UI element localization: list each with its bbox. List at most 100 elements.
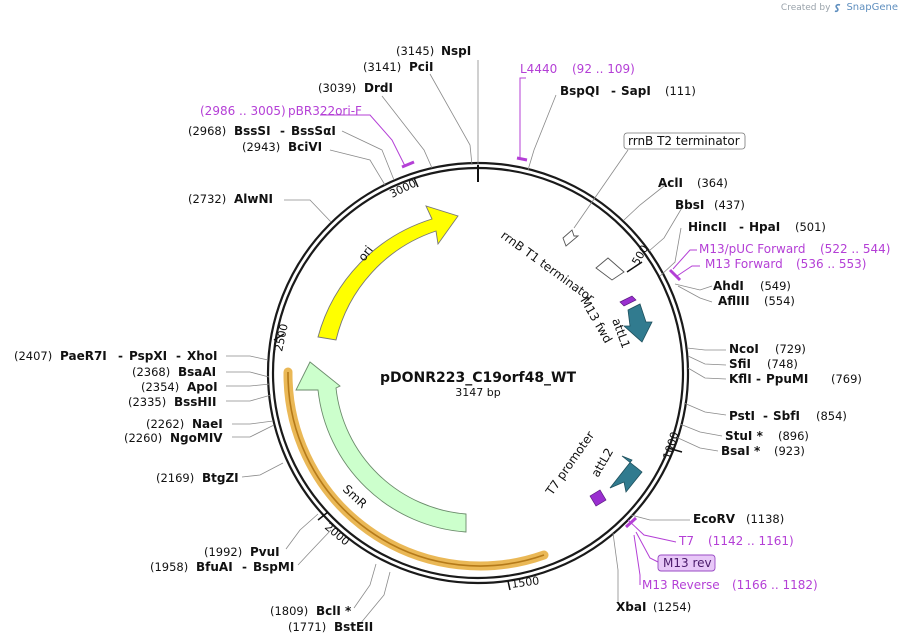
site-name-bsaai: BsaAI	[178, 365, 216, 379]
primer-name-m13rev: M13 rev	[663, 556, 712, 570]
plasmid-name: pDONR223_C19orf48_WT	[380, 370, 577, 386]
tick-label-500: 500	[629, 243, 651, 268]
feature-label-attl2: attL2	[588, 446, 616, 480]
primer-name-t7: T7	[678, 534, 694, 548]
scale-ticks	[273, 177, 683, 591]
primer-range-pbr322: (2986 .. 3005)	[200, 104, 286, 118]
site-name-bcli: BclI *	[316, 604, 352, 618]
left-site-labels: (3145) NspI (3141) PciI (3039) DrdI (298…	[14, 44, 471, 634]
site-name-afliii: AflIII	[718, 294, 750, 308]
site-sep-bfuai: -	[242, 560, 247, 574]
site-leader-lines	[226, 60, 727, 625]
site-pos-apoi: (2354)	[141, 380, 179, 394]
attl1-feature-arrow	[622, 303, 653, 343]
tick-label-1500: 1500	[511, 574, 541, 591]
site-name-alwni: AlwNI	[234, 192, 273, 206]
site-pos-ncoi: (729)	[775, 342, 806, 356]
site-name-bspqi: BspQI	[560, 84, 600, 98]
site-name-bbsi: BbsI	[675, 198, 704, 212]
site-name-ahdi: AhdI	[713, 279, 744, 293]
site-pos-bspqi: (111)	[665, 84, 696, 98]
site-pos-bsai: (923)	[774, 444, 805, 458]
primer-name-pbr322: pBR322ori-F	[288, 104, 362, 118]
site-pos-bsaai: (2368)	[132, 365, 170, 379]
m13-rev-label-box	[657, 554, 716, 572]
site-name-apoi: ApoI	[187, 380, 218, 394]
site-pos-ngomiv: (2260)	[124, 431, 162, 445]
site-alt2-paer7i: XhoI	[187, 349, 218, 363]
site-sep-hincii: -	[739, 220, 744, 234]
site-sep-bsssi: -	[280, 124, 285, 138]
site-alt-kfli: PpuMI	[766, 372, 808, 386]
rrnb-t2-leader	[573, 149, 629, 229]
site-name-drdi: DrdI	[364, 81, 393, 95]
site-name-bsai: BsaI *	[721, 444, 761, 458]
site-name-stui: StuI *	[725, 429, 764, 443]
tick-label-2500: 2500	[272, 323, 291, 353]
snapgene-logo-icon	[835, 3, 841, 12]
site-name-bsssi: BssSI	[234, 124, 271, 138]
site-sep-paer7i-b: -	[176, 349, 181, 363]
site-pos-bsssi: (2968)	[188, 124, 226, 138]
site-alt-bspqi: SapI	[621, 84, 651, 98]
t7-promoter-arrow	[589, 489, 607, 507]
site-name-bsteii: BstEII	[334, 620, 373, 634]
site-pos-ahdi: (549)	[760, 279, 791, 293]
primer-range-m13fwd: (536 .. 553)	[796, 257, 866, 271]
credit-brand: SnapGene	[846, 2, 898, 13]
site-pos-bcli: (1809)	[270, 604, 308, 618]
site-pos-naei: (2262)	[146, 417, 184, 431]
site-name-pvui: PvuI	[250, 545, 280, 559]
m13-fwd-primer-arrow	[619, 295, 637, 307]
site-pos-sfii: (748)	[767, 357, 798, 371]
site-sep-kfli: -	[756, 372, 761, 386]
site-name-bsshii: BssHII	[174, 395, 216, 409]
site-name-nspi: NspI	[441, 44, 471, 58]
smr-feature-arrow	[295, 361, 467, 533]
site-name-xbai: XbaI	[616, 600, 646, 614]
site-pos-pvui: (1992)	[204, 545, 242, 559]
credit-prefix: Created by	[780, 2, 831, 13]
site-pos-bbsi: (437)	[714, 198, 745, 212]
plasmid-length: 3147 bp	[455, 386, 500, 399]
site-name-ncoi: NcoI	[729, 342, 759, 356]
rrnb-t2-terminator-arrow	[562, 229, 580, 247]
site-name-ngomiv: NgoMIV	[170, 431, 223, 445]
site-pos-bsshii: (2335)	[128, 395, 166, 409]
site-pos-alwni: (2732)	[188, 192, 226, 206]
site-pos-pcii: (3141)	[363, 60, 401, 74]
rrnb-t2-label-box	[623, 132, 746, 150]
site-pos-paer7i: (2407)	[14, 349, 52, 363]
site-pos-drdi: (3039)	[318, 81, 356, 95]
site-name-psti: PstI	[729, 409, 755, 423]
ori-feature-arrow	[317, 205, 459, 341]
site-alt-hincii: HpaI	[749, 220, 780, 234]
primer-name-l4440: L4440	[520, 62, 557, 76]
site-pos-ecorv: (1138)	[746, 512, 784, 526]
site-pos-bcivi: (2943)	[242, 140, 280, 154]
site-pos-btgzi: (2169)	[156, 471, 194, 485]
site-pos-bfuai: (1958)	[150, 560, 188, 574]
primer-name-m13fwd: M13 Forward	[705, 257, 783, 271]
site-pos-psti: (854)	[816, 409, 847, 423]
primer-range-t7: (1142 .. 1161)	[708, 534, 794, 548]
site-alt-paer7i: PspXI	[129, 349, 167, 363]
site-name-sfii: SfiI	[729, 357, 751, 371]
attl2-feature-arrow	[609, 455, 643, 493]
site-pos-acli: (364)	[697, 176, 728, 190]
site-name-pcii: PciI	[409, 60, 434, 74]
primer-range-m13reverse: (1166 .. 1182)	[732, 578, 818, 592]
primer-name-m13puc: M13/pUC Forward	[699, 242, 806, 256]
site-pos-xbai: (1254)	[653, 600, 691, 614]
site-name-ecorv: EcoRV	[693, 512, 736, 526]
site-sep-paer7i-a: -	[118, 349, 123, 363]
site-pos-kfli: (769)	[831, 372, 862, 386]
snapgene-credit: Created by SnapGene	[781, 2, 898, 13]
site-alt-psti: SbfI	[773, 409, 800, 423]
site-sep-bspqi: -	[611, 84, 616, 98]
site-pos-bsteii: (1771)	[288, 620, 326, 634]
feature-label-rrnb-t2: rrnB T2 terminator	[628, 134, 740, 148]
feature-label-rrnb-t1: rrnB T1 terminator	[498, 228, 597, 305]
site-name-naei: NaeI	[192, 417, 223, 431]
